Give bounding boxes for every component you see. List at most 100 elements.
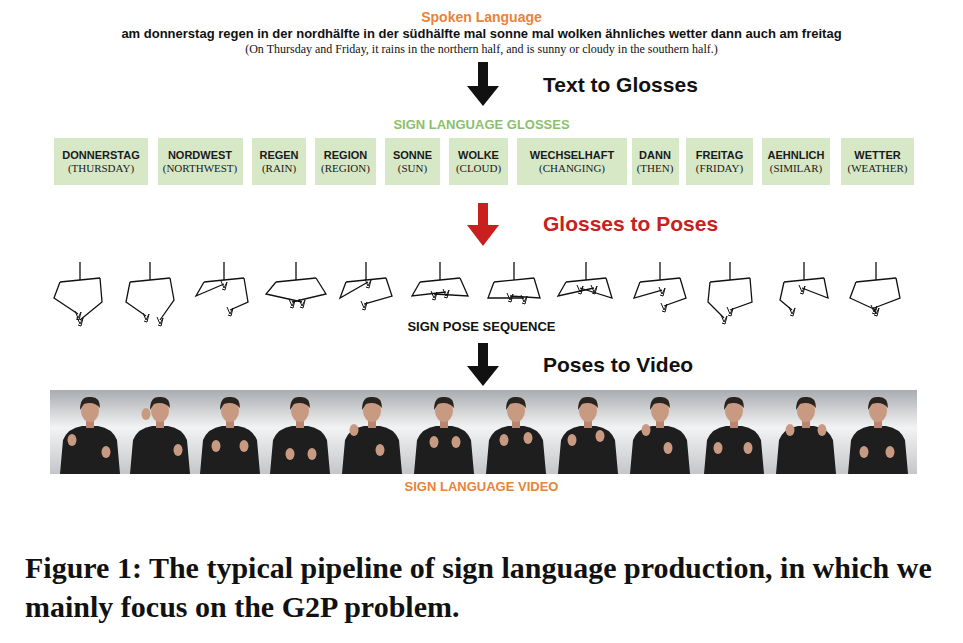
section-heading: Spoken Language — [0, 9, 963, 25]
signer-body — [630, 426, 690, 474]
pose-hand — [871, 305, 877, 314]
pose-figure — [266, 262, 326, 308]
signer-hair — [650, 397, 670, 410]
pose-limb — [364, 278, 392, 304]
signer-hair — [362, 397, 382, 410]
gloss-box: REGION(REGION) — [315, 138, 376, 185]
pose-limb — [494, 278, 534, 282]
pose-hand — [659, 287, 665, 296]
spoken-sentence: am donnerstag regen in der nordhälfte in… — [0, 26, 963, 41]
pose-hand — [799, 285, 805, 294]
gloss-translation: (RAIN) — [262, 162, 296, 175]
pose-hand — [227, 307, 233, 316]
pose-hand — [661, 303, 667, 312]
gloss-translation: (CLOUD) — [456, 162, 501, 175]
signer-body — [200, 426, 260, 474]
signer-hand — [308, 448, 317, 460]
signer-hand — [642, 424, 651, 436]
pose-limb — [856, 278, 896, 282]
gloss-translation: (WEATHER) — [848, 162, 908, 175]
gloss-box: AEHNLICH(SIMILAR) — [762, 138, 830, 185]
pose-limb — [510, 278, 540, 298]
signer-frame — [60, 397, 120, 474]
gloss-word: DANN — [639, 149, 671, 162]
signer-hand — [376, 444, 385, 456]
gloss-word: WETTER — [854, 149, 900, 162]
pose-limb — [513, 262, 514, 280]
signer-frame — [414, 397, 474, 474]
pose-hand — [157, 317, 163, 326]
pose-limb — [130, 278, 170, 282]
signer-body — [414, 426, 474, 474]
pose-limb — [60, 278, 100, 282]
section-heading: SIGN LANGUAGE GLOSSES — [0, 117, 963, 132]
pose-limb — [585, 262, 586, 280]
pose-limb — [295, 262, 296, 280]
step-label: Poses to Video — [543, 353, 693, 377]
signer-hand — [886, 446, 895, 458]
pose-hand — [365, 279, 371, 288]
pose-figure — [340, 262, 392, 310]
gloss-box: WETTER(WEATHER) — [841, 138, 914, 185]
pose-limb — [802, 278, 828, 298]
pose-limb — [266, 282, 302, 302]
signer-hair — [150, 397, 170, 410]
gloss-word: WECHSELHAFT — [530, 149, 614, 162]
gloss-word: FREITAG — [696, 149, 743, 162]
signer-body — [60, 426, 120, 474]
pose-figure — [412, 262, 468, 300]
signer-hand — [524, 432, 533, 444]
down-arrow — [467, 343, 499, 386]
gloss-word: REGEN — [259, 149, 298, 162]
gloss-box: WOLKE(CLOUD) — [449, 138, 508, 185]
pose-figure — [850, 262, 900, 316]
pose-limb — [149, 262, 150, 280]
pose-limb — [80, 278, 102, 320]
gloss-box: REGEN(RAIN) — [252, 138, 306, 185]
pose-limb — [875, 262, 876, 280]
pose-limb — [730, 278, 752, 310]
pose-limb — [340, 282, 368, 298]
pose-limb — [850, 282, 876, 310]
pose-limb — [54, 282, 78, 314]
pose-hand — [431, 291, 437, 300]
down-arrow — [467, 62, 499, 106]
pose-limb — [488, 282, 524, 298]
pose-hand — [221, 281, 227, 290]
signer-hair — [290, 397, 310, 410]
gloss-word: NORDWEST — [168, 149, 232, 162]
down-arrow — [467, 203, 499, 246]
pose-hand — [727, 307, 733, 316]
signer-frame — [130, 397, 190, 474]
pose-limb — [558, 282, 594, 296]
gloss-translation: (SUN) — [398, 162, 427, 175]
signer-frame — [776, 397, 836, 474]
signer-body — [486, 426, 546, 474]
pose-limb — [659, 262, 660, 280]
pose-sequence — [54, 262, 900, 326]
signer-body — [848, 426, 908, 474]
signer-body — [704, 426, 764, 474]
pose-limb — [276, 278, 316, 282]
gloss-box: NORDWEST(NORTHWEST) — [158, 138, 243, 185]
gloss-word: SONNE — [393, 149, 432, 162]
pose-limb — [79, 262, 80, 280]
gloss-translation: (SIMILAR) — [770, 162, 823, 175]
signer-hand — [500, 434, 509, 446]
pose-figure — [126, 262, 174, 326]
signer-hand — [452, 436, 461, 448]
gloss-box: SONNE(SUN) — [385, 138, 440, 185]
signer-frame — [848, 397, 908, 474]
gloss-translation: (CHANGING) — [539, 162, 605, 175]
signer-hand — [744, 442, 753, 454]
pose-figure — [54, 262, 102, 326]
gloss-translation: (FRIDAY) — [696, 162, 743, 175]
gloss-translation: (NORTHWEST) — [163, 162, 238, 175]
signer-hand — [818, 424, 827, 436]
signer-frame — [200, 397, 260, 474]
gloss-word: AEHNLICH — [768, 149, 825, 162]
signer-frame — [342, 397, 402, 474]
pose-limb — [196, 282, 224, 296]
pose-figure — [488, 262, 540, 304]
pose-limb — [780, 282, 792, 310]
